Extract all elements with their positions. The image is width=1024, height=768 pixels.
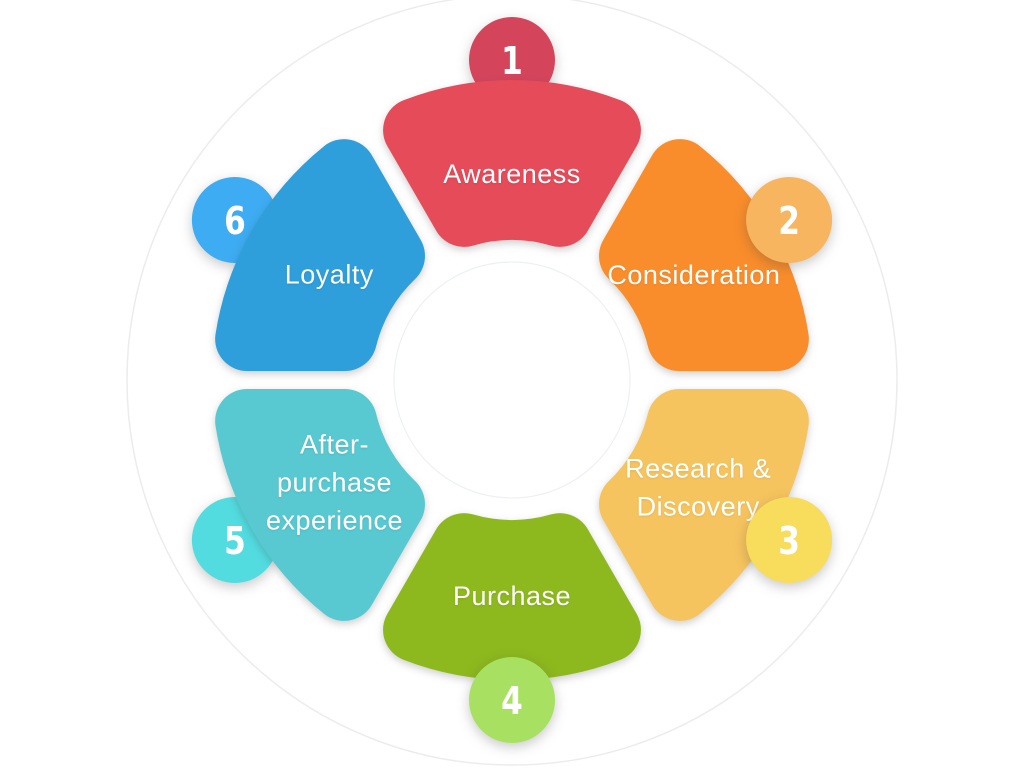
- center-layer: [393, 261, 631, 499]
- petals-layer: [215, 80, 809, 680]
- petal-label-consideration: Consideration: [607, 260, 780, 290]
- step-badge-3: 3: [746, 497, 833, 583]
- petal-label-after-purchase-experience: After-purchase experience: [266, 430, 403, 536]
- badge-number-5: 5: [224, 520, 246, 564]
- petal-label-line: Loyalty: [285, 260, 374, 290]
- badge-circle-3: [746, 497, 833, 583]
- badge-circle-4: [469, 657, 555, 743]
- petal-consideration: [599, 139, 809, 371]
- petal-awareness: [383, 80, 641, 247]
- badge-number-3: 3: [778, 520, 800, 564]
- petal-loyalty: [215, 139, 425, 371]
- center-hub-circle: [393, 261, 631, 499]
- petal-label-line: Discovery: [637, 492, 760, 522]
- badge-number-1: 1: [501, 40, 523, 84]
- petal-label-line: experience: [266, 506, 403, 536]
- petal-label-line: After-: [300, 430, 369, 460]
- petal-label-line: Research &: [625, 454, 771, 484]
- petal-label-line: Purchase: [453, 581, 571, 611]
- petal-label-line: purchase: [277, 468, 392, 498]
- petal-label-loyalty: Loyalty: [285, 260, 374, 290]
- petal-label-line: Consideration: [607, 260, 780, 290]
- step-badge-2: 2: [746, 177, 833, 263]
- badge-number-2: 2: [778, 200, 800, 244]
- petal-purchase: [383, 513, 641, 680]
- badge-number-4: 4: [501, 680, 523, 724]
- petal-research-discovery: [599, 389, 809, 621]
- step-badge-4: 4: [469, 657, 555, 743]
- badge-number-6: 6: [224, 200, 246, 244]
- petal-label-research-discovery: Research & Discovery: [625, 454, 771, 522]
- outer-guide-circle: [126, 0, 898, 766]
- petal-after-purchase-experience: [215, 389, 425, 621]
- badges-front-layer: 2 3 4: [469, 177, 833, 743]
- petal-label-line: Awareness: [443, 159, 581, 189]
- petal-label-awareness: Awareness: [443, 159, 581, 189]
- badge-circle-2: [746, 177, 833, 263]
- petal-label-purchase: Purchase: [453, 581, 571, 611]
